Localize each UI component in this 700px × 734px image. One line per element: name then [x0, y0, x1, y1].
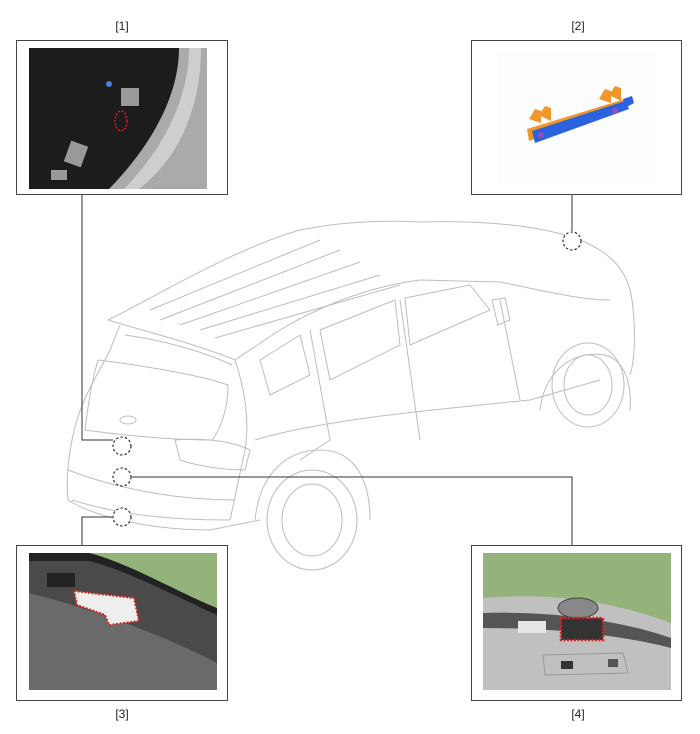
detail-panel-3: [16, 545, 228, 701]
detail-panel-1: [16, 40, 228, 195]
leader-line-3: [81, 516, 112, 545]
leader-lines: [81, 194, 573, 545]
suv-outline: [66, 220, 635, 571]
leader-line-4: [132, 476, 573, 545]
callout-circle-1: [112, 436, 132, 456]
callout-circles: [112, 231, 582, 527]
callout-circle-2: [562, 231, 582, 251]
tailgate-connector-photo: [29, 553, 217, 690]
detail-panel-2: [471, 40, 682, 195]
detail-panel-4: [471, 545, 682, 701]
tailgate-handle-photo: [483, 553, 671, 690]
bracket-part-illustration: [497, 51, 657, 186]
callout-label-2: [2]: [571, 19, 585, 33]
trunk-floor-photo: [29, 48, 207, 189]
callout-label-3: [3]: [115, 707, 129, 721]
callout-label-4: [4]: [571, 707, 585, 721]
callout-label-1: [1]: [115, 19, 129, 33]
callout-circle-4: [112, 467, 132, 487]
callout-circle-3: [112, 507, 132, 527]
leader-line-1: [81, 194, 113, 441]
